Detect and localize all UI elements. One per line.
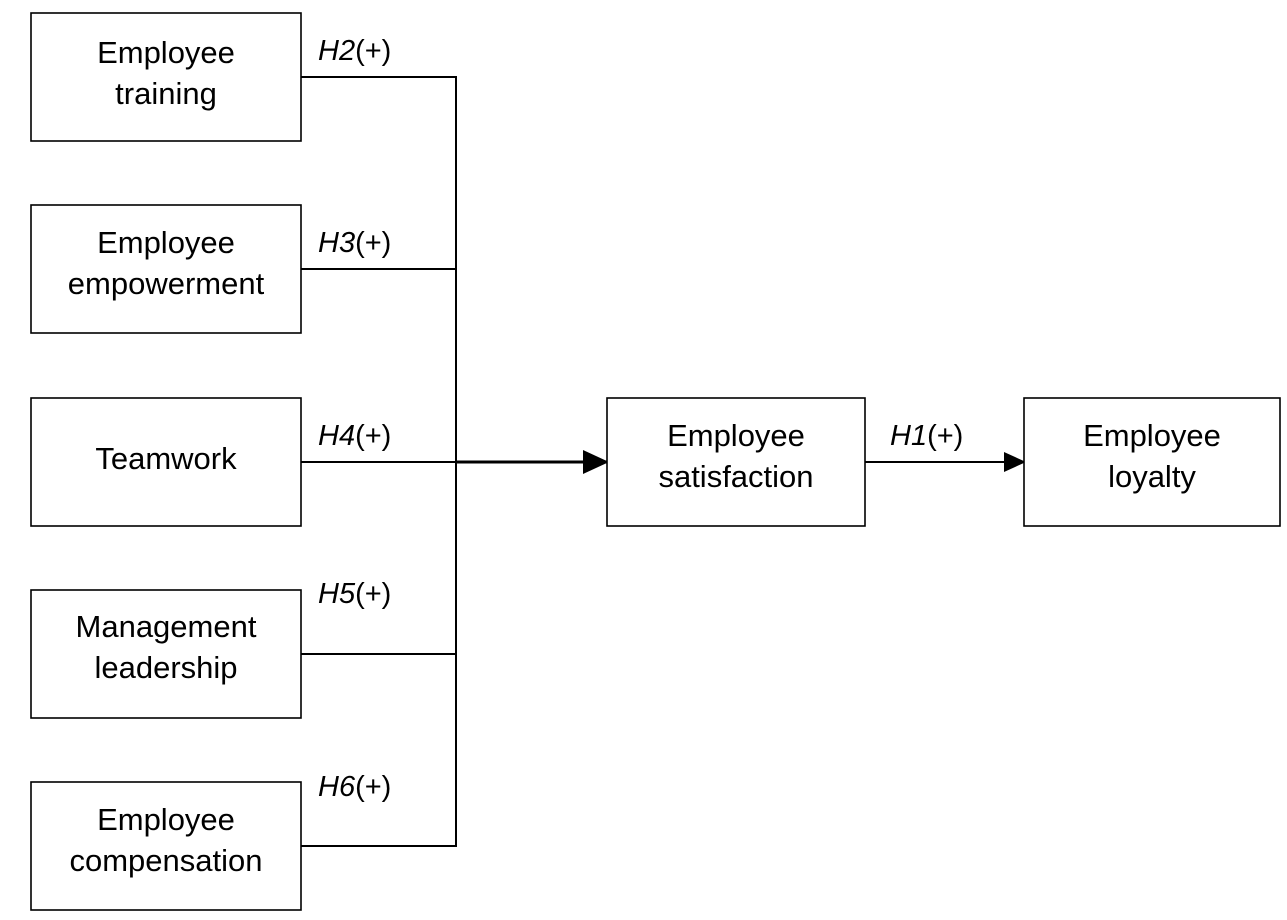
- connectors: [301, 76, 1026, 847]
- box-employee-compensation: Employee compensation: [30, 781, 302, 911]
- hypothesis-h5-id: H5: [318, 578, 356, 610]
- box-employee-empowerment-line2: empowerment: [68, 266, 265, 301]
- hypothesis-h6-label: H6(+): [318, 771, 391, 803]
- box-employee-satisfaction-line2: satisfaction: [658, 459, 813, 494]
- hypothesis-h6-id: H6: [318, 771, 356, 803]
- hypothesis-h2-id: H2: [318, 35, 355, 67]
- box-employee-training-line1: Employee: [97, 35, 235, 70]
- hypothesis-h4-id: H4: [318, 420, 355, 452]
- hypothesis-h1-sign: (+): [927, 420, 963, 452]
- hypothesis-h5-sign: (+): [355, 578, 391, 610]
- box-teamwork: Teamwork: [30, 397, 302, 527]
- hypothesis-h5-label: H5(+): [318, 578, 391, 610]
- box-employee-empowerment: Employee empowerment: [30, 204, 302, 334]
- box-employee-loyalty: Employee loyalty: [1023, 397, 1281, 527]
- hypothesis-h2-label: H2(+): [318, 35, 391, 67]
- hypothesis-h1-id: H1: [890, 420, 927, 452]
- box-employee-loyalty-line1: Employee: [1083, 418, 1221, 453]
- box-employee-compensation-line1: Employee: [97, 802, 235, 837]
- box-management-leadership: Management leadership: [30, 589, 302, 719]
- hypothesis-h4-label: H4(+): [318, 420, 391, 452]
- box-employee-training-line2: training: [115, 76, 217, 111]
- box-management-leadership-line2: leadership: [94, 650, 237, 685]
- hypothesis-h3-id: H3: [318, 227, 355, 259]
- box-employee-satisfaction: Employee satisfaction: [606, 397, 866, 527]
- hypothesis-h4-sign: (+): [355, 420, 391, 452]
- box-employee-training: Employee training: [30, 12, 302, 142]
- hypothesis-h2-sign: (+): [355, 35, 391, 67]
- box-teamwork-line1: Teamwork: [95, 441, 237, 476]
- hypothesis-h1-label: H1(+): [890, 420, 963, 452]
- box-employee-satisfaction-line1: Employee: [667, 418, 805, 453]
- box-employee-compensation-line2: compensation: [69, 843, 262, 878]
- hypothesis-h6-sign: (+): [355, 771, 391, 803]
- box-employee-empowerment-line1: Employee: [97, 225, 235, 260]
- hypothesis-h3-sign: (+): [355, 227, 391, 259]
- box-management-leadership-line1: Management: [76, 609, 257, 644]
- box-employee-loyalty-line2: loyalty: [1108, 459, 1196, 494]
- hypothesis-h3-label: H3(+): [318, 227, 391, 259]
